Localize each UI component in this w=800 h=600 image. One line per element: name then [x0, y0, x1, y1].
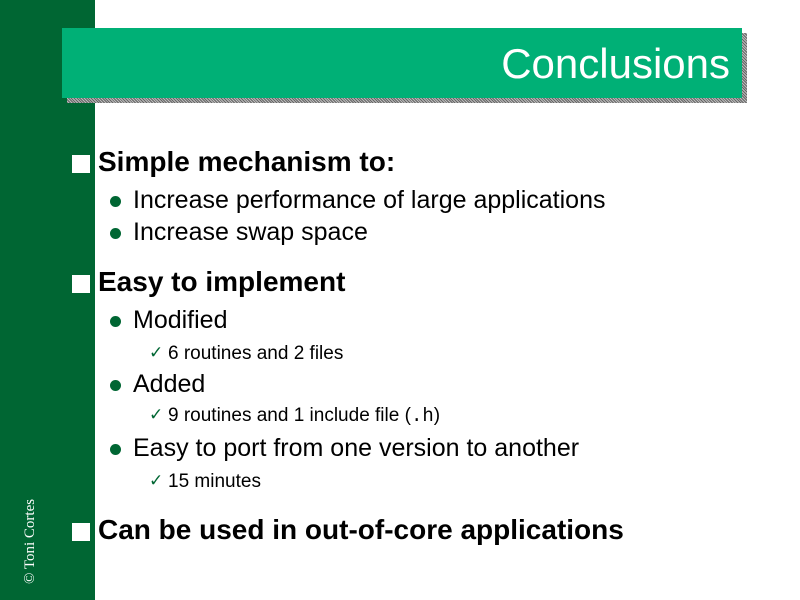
text: ) [433, 405, 441, 426]
bullet-l1: Easy to implement [98, 266, 346, 297]
bullet-l3: 9 routines and 1 include file (.h) [168, 405, 440, 427]
bullet-l2: Modified [133, 306, 228, 334]
text: 9 routines and 1 include file ( [168, 405, 411, 426]
check-icon: ✓ [149, 405, 164, 425]
copyright-credit: © Toni Cortes [22, 498, 38, 584]
square-bullet-icon [72, 155, 90, 173]
check-icon: ✓ [149, 343, 164, 363]
bullet-l1: Simple mechanism to: [98, 146, 396, 177]
dot-bullet-icon [110, 228, 121, 239]
square-bullet-icon [72, 523, 90, 541]
square-bullet-icon [72, 275, 90, 293]
slide-title: Conclusions [501, 40, 730, 87]
dot-bullet-icon [110, 196, 121, 207]
bullet-l1: Can be used in out-of-core applications [98, 514, 624, 545]
dot-bullet-icon [110, 316, 121, 327]
bullet-l2: Added [133, 370, 206, 398]
bullet-l3: 6 routines and 2 files [168, 343, 344, 364]
code-text: .h [410, 405, 434, 427]
dot-bullet-icon [110, 444, 121, 455]
bullet-l2: Increase performance of large applicatio… [133, 186, 606, 214]
bullet-l2: Increase swap space [133, 218, 368, 246]
title-bar: Conclusions [62, 28, 742, 98]
bullet-l2: Easy to port from one version to another [133, 434, 580, 462]
check-icon: ✓ [149, 471, 164, 491]
bullet-l3: 15 minutes [168, 471, 261, 492]
dot-bullet-icon [110, 380, 121, 391]
